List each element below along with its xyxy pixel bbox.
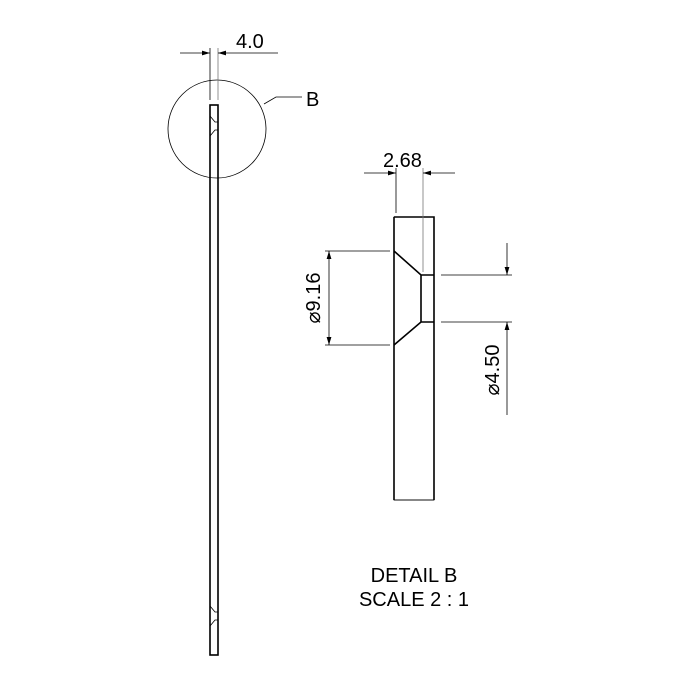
countersink-outline: [393, 250, 434, 346]
detail-part-lower: [393, 321, 435, 501]
detail-title: DETAIL B: [371, 565, 458, 587]
detail-callout-label: B: [306, 89, 319, 111]
bottom-hole-feature: [209, 605, 219, 627]
detail-b-view: 2.68 ⌀9.16 ⌀4.50 DETAIL B SCALE 2 : 1: [303, 150, 512, 611]
detail-scale: SCALE 2 : 1: [359, 589, 469, 611]
detail-leader: [263, 96, 302, 105]
detail-outline: [393, 216, 435, 500]
main-section-view: B 4.0: [167, 31, 319, 656]
detail-thickness-dimension: 2.68: [383, 150, 422, 172]
detail-circle: [167, 79, 267, 179]
thickness-dimension: 4.0: [236, 31, 264, 53]
hole-diameter-dimension: ⌀4.50: [482, 345, 504, 396]
top-hole-feature: [209, 115, 219, 137]
detail-part-upper: [393, 216, 435, 276]
part-section: [209, 104, 219, 656]
countersink-diameter-dimension: ⌀9.16: [303, 273, 325, 324]
